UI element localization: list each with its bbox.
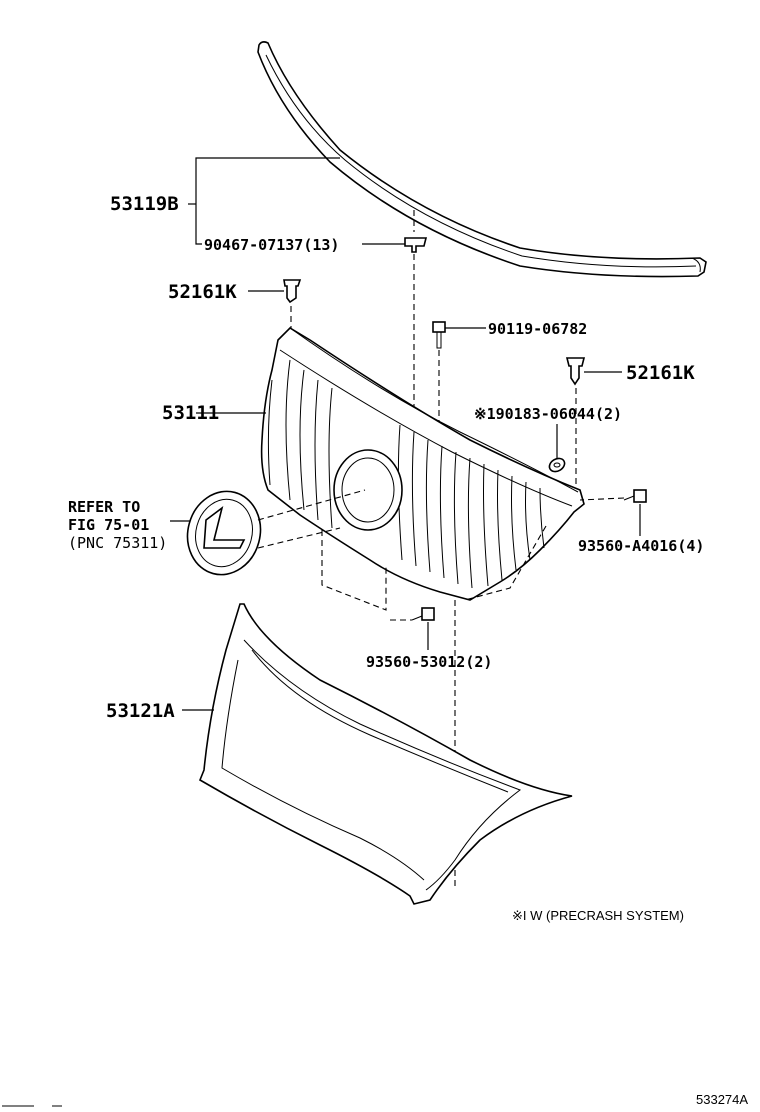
screw-right-icon [623,489,647,503]
label-90467: 90467-07137(13) [204,236,339,254]
label-pnc: (PNC 75311) [68,534,167,552]
radiator-grille [260,326,585,601]
grille-emblem-opening [333,449,403,531]
label-53121a: 53121A [106,700,175,722]
label-93560-a4016: 93560-A4016(4) [578,537,704,555]
label-90183: ※190183-06044(2) [474,405,622,423]
label-refer-to: REFER TO [68,498,140,516]
retainer-right-icon [565,357,586,386]
leader-53119b [195,157,340,245]
screw-bottom-icon [411,607,435,621]
label-53111: 53111 [162,402,219,424]
upper-grille-molding [257,41,707,278]
label-90119: 90119-06782 [488,320,587,338]
dash-screw-right [579,497,625,501]
screw-center-icon [432,321,446,349]
label-52161k-left: 52161K [168,281,237,303]
footnote-precrash: ※I W (PRECRASH SYSTEM) [512,908,684,923]
clip-icon [404,237,428,253]
dash-emblem-1 [257,527,341,549]
lower-grille-molding [199,603,573,905]
diagram-id: 533274A [696,1092,748,1107]
label-93560-53012: 93560-53012(2) [366,653,492,671]
nut-precrash-icon [548,457,566,473]
retainer-left-icon [283,279,302,304]
lexus-emblem [186,490,262,576]
dash-grille-right [464,525,547,601]
label-fig: FIG 75-01 [68,516,149,534]
label-52161k-right: 52161K [626,362,695,384]
label-53119b: 53119B [110,193,179,215]
dash-emblem-2 [257,489,366,521]
